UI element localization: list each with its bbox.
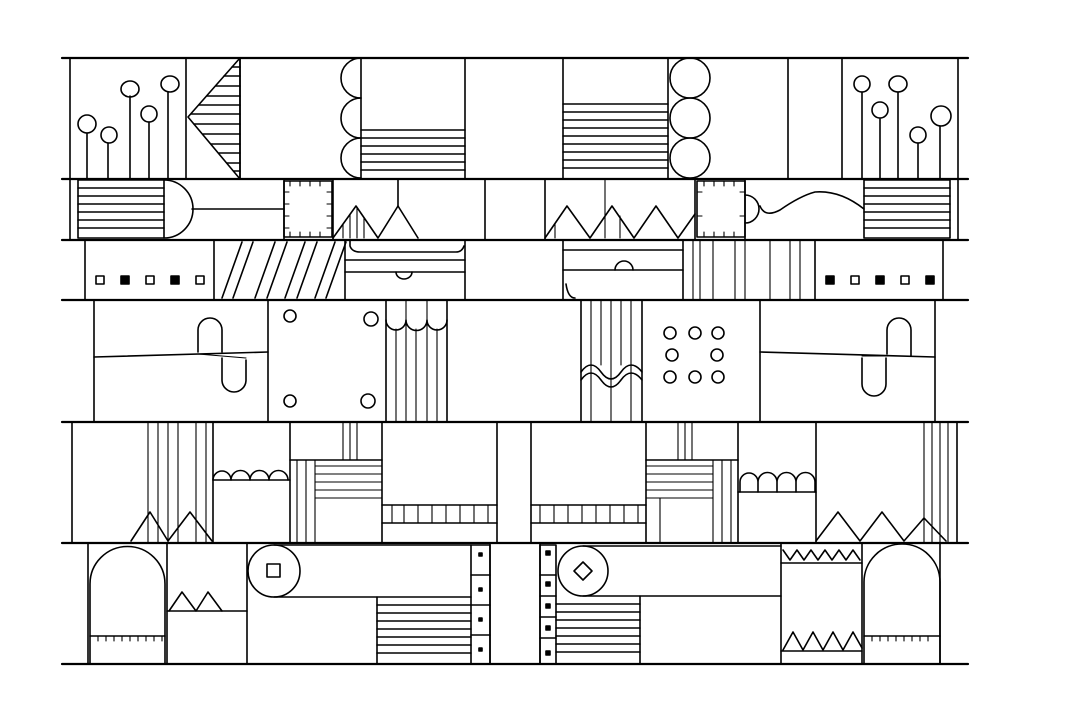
scallop-row: [737, 471, 817, 493]
ruler-band: [530, 504, 647, 524]
striped-triangle: [187, 57, 241, 180]
circle-ring-tile: [663, 326, 725, 384]
lollipop-flowers-right: [853, 75, 952, 180]
half-circle-column: [340, 57, 362, 179]
stripe-block: [376, 596, 472, 665]
row-4: [93, 299, 936, 423]
dot-column: [539, 544, 557, 665]
dot-column: [470, 544, 491, 665]
stripes-with-peaks: [130, 421, 213, 544]
arch-window: [863, 543, 941, 665]
stripe-block: [555, 595, 641, 665]
mountain-peaks: [166, 591, 248, 612]
row-2: [69, 178, 959, 241]
row-3: [84, 239, 944, 301]
lollipop-flowers-left: [77, 75, 180, 180]
stripe-block: [863, 179, 951, 239]
scallop-row: [212, 469, 291, 481]
stripe-block: [360, 129, 466, 171]
stripe-block-with-knob: [77, 179, 285, 239]
stripe-block: [562, 103, 669, 169]
zigzag-frame: [780, 549, 863, 652]
wavy-stem: [759, 191, 865, 214]
stitched-square: [696, 180, 760, 238]
woven-stripes: [289, 421, 383, 544]
coin-tube: [247, 544, 472, 598]
arch-window: [89, 545, 166, 665]
stripes-with-peaks: [815, 421, 949, 544]
diagonal-slashes: [221, 241, 347, 299]
woven-stripes: [645, 421, 739, 544]
dot-squares: [95, 275, 205, 285]
four-dot-tile: [283, 309, 379, 409]
row-1: [69, 57, 959, 180]
row-5: [71, 421, 958, 544]
coin-tube: [557, 545, 782, 597]
dot-squares: [825, 275, 935, 285]
mountain-peaks: [332, 178, 419, 239]
stitched-square: [283, 180, 333, 238]
u-tube-shape: [93, 317, 269, 393]
wavy-stripes: [580, 299, 643, 423]
stacked-circles: [669, 57, 711, 179]
u-tube-shape: [759, 317, 936, 397]
mountain-peaks: [544, 178, 696, 239]
drawer-knob: [562, 249, 684, 299]
vertical-stripes: [692, 239, 801, 301]
scalloped-stripes: [385, 299, 448, 423]
ruler-band: [381, 504, 498, 524]
row-6: [87, 542, 941, 665]
drawer-knob: [344, 239, 466, 280]
band-dividers: [60, 56, 970, 666]
